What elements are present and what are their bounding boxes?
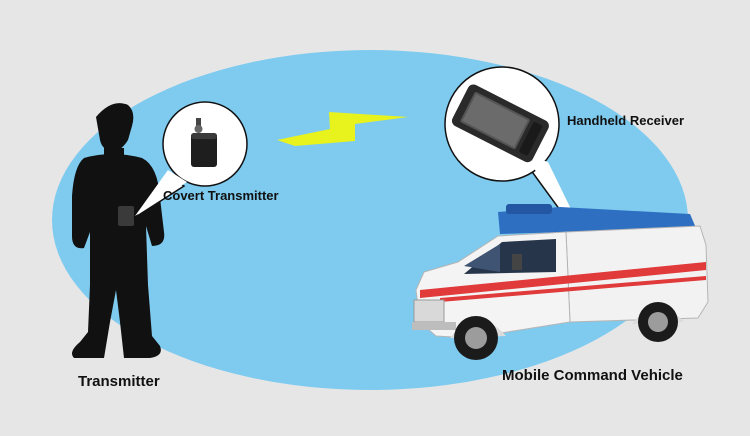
covert-transmitter-device [191, 118, 217, 167]
soldier-silhouette [72, 103, 165, 358]
transmitter-on-belt [118, 206, 134, 226]
transmitter-label: Transmitter [78, 373, 160, 390]
mobile-command-vehicle-label: Mobile Command Vehicle [502, 367, 683, 384]
ambulance-vehicle [412, 204, 709, 360]
covert-transmitter-label: Covert Transmitter [163, 188, 279, 203]
handheld-receiver-device [451, 84, 549, 163]
handheld-receiver-label: Handheld Receiver [567, 113, 685, 128]
wireless-signal-icon [277, 112, 408, 146]
